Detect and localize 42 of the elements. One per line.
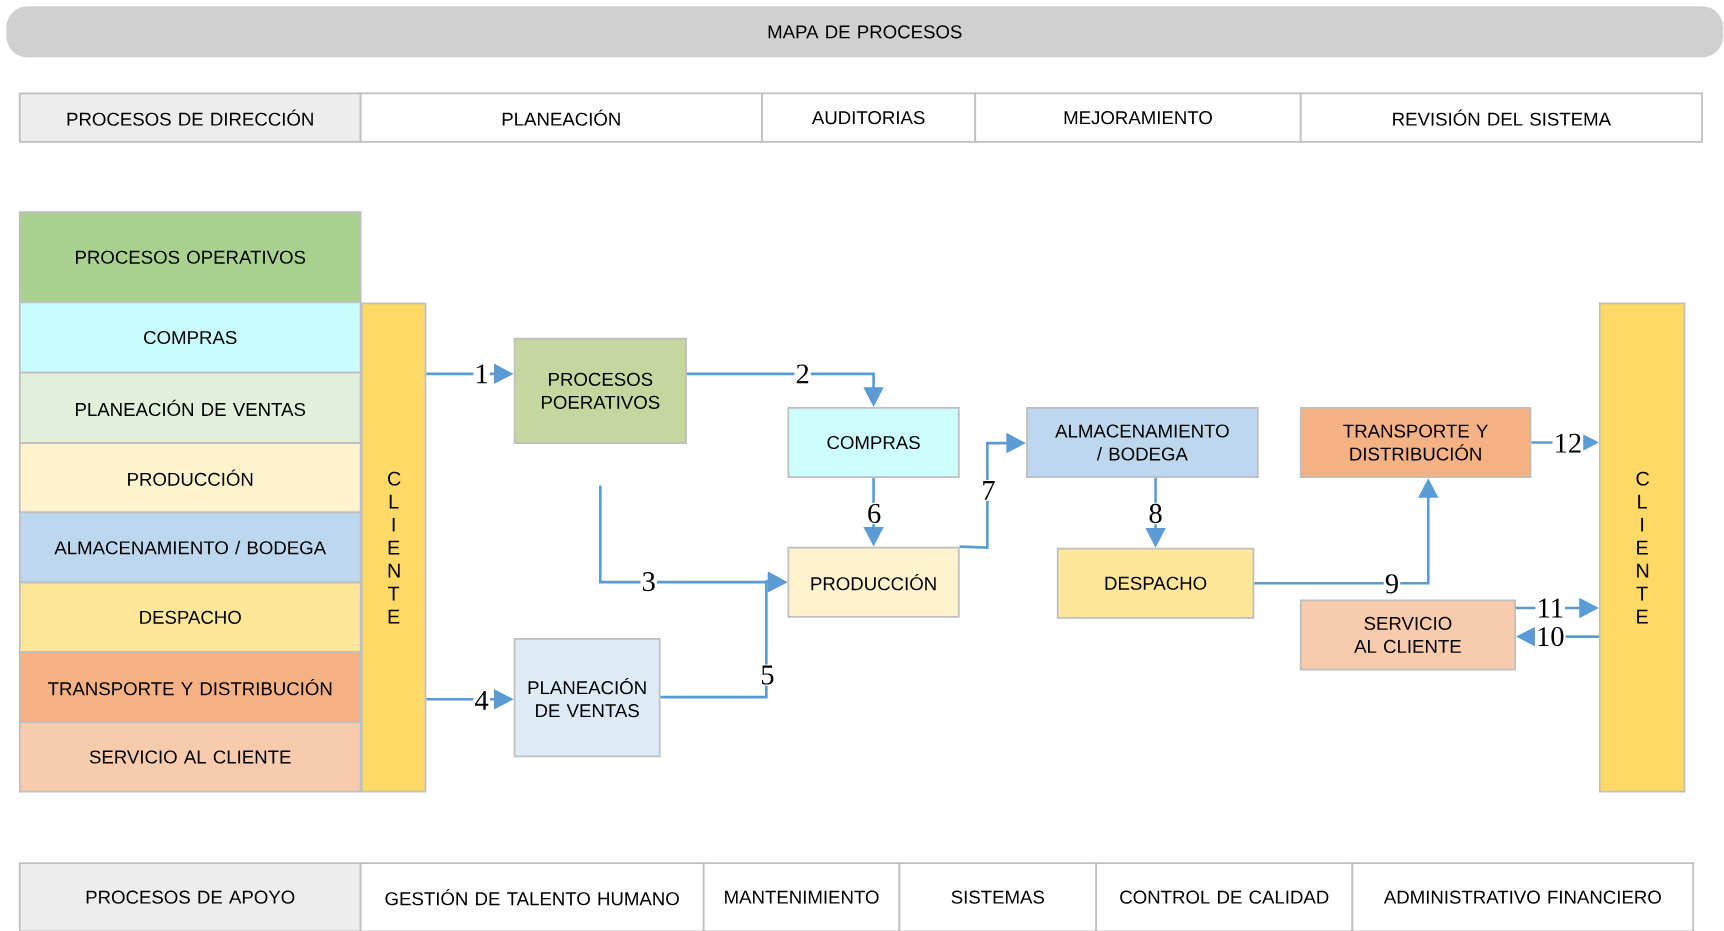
header-cell: PLANEACIÓN: [359, 92, 763, 143]
footer-cell: PROCESOS DE APOYO: [18, 862, 362, 931]
category-cell: PRODUCCIÓN: [18, 442, 362, 514]
process-box: SERVICIO AL CLIENTE: [1299, 599, 1516, 671]
category-cell: PROCESOS OPERATIVOS: [18, 211, 362, 304]
process-box: PROCESOS POERATIVOS: [513, 337, 687, 444]
category-cell: PLANEACIÓN DE VENTAS: [18, 371, 362, 444]
category-cell: DESPACHO: [18, 581, 362, 653]
process-box: DESPACHO: [1056, 547, 1255, 619]
header-cell: MEJORAMIENTO: [974, 92, 1302, 143]
category-cell: TRANSPORTE Y DISTRIBUCIÓN: [18, 651, 362, 724]
edge-label: 7: [980, 479, 997, 501]
footer-cell: MANTENIMIENTO: [702, 862, 901, 931]
footer-cell: GESTIÓN DE TALENTO HUMANO: [359, 862, 705, 931]
edge-label: 11: [1535, 597, 1566, 619]
process-box: ALMACENAMIENTO / BODEGA: [1026, 406, 1259, 478]
edge-label: 6: [865, 502, 883, 524]
edge-label: 9: [1383, 573, 1401, 595]
footer-cell: ADMINISTRATIVO FINANCIERO: [1351, 862, 1695, 931]
client-bar: C L I E N T E: [1598, 302, 1686, 793]
edge-label: 2: [794, 363, 811, 385]
process-box: TRANSPORTE Y DISTRIBUCIÓN: [1299, 406, 1532, 478]
client-bar: C L I E N T E: [360, 302, 427, 793]
edge-label: 10: [1534, 625, 1566, 648]
edge-label: 12: [1552, 432, 1584, 454]
category-cell: ALMACENAMIENTO / BODEGA: [18, 511, 362, 584]
category-cell: COMPRAS: [18, 301, 362, 374]
edge-label: 4: [473, 689, 490, 711]
header-cell: PROCESOS DE DIRECCIÓN: [18, 92, 362, 143]
edge-label: 5: [759, 664, 776, 686]
edge-label: 1: [473, 363, 490, 385]
edge-label: 3: [640, 570, 657, 593]
header-cell: AUDITORIAS: [761, 92, 977, 143]
title-band: MAPA DE PROCESOS: [4, 4, 1724, 59]
header-cell: REVISIÓN DEL SISTEMA: [1299, 92, 1703, 143]
footer-cell: CONTROL DE CALIDAD: [1095, 862, 1354, 931]
edge-label: 8: [1147, 502, 1164, 525]
process-box: COMPRAS: [787, 406, 960, 478]
process-box: PRODUCCIÓN: [787, 546, 960, 618]
category-cell: SERVICIO AL CLIENTE: [18, 721, 362, 793]
process-box: PLANEACIÓN DE VENTAS: [513, 637, 661, 758]
footer-cell: SISTEMAS: [898, 862, 1098, 931]
